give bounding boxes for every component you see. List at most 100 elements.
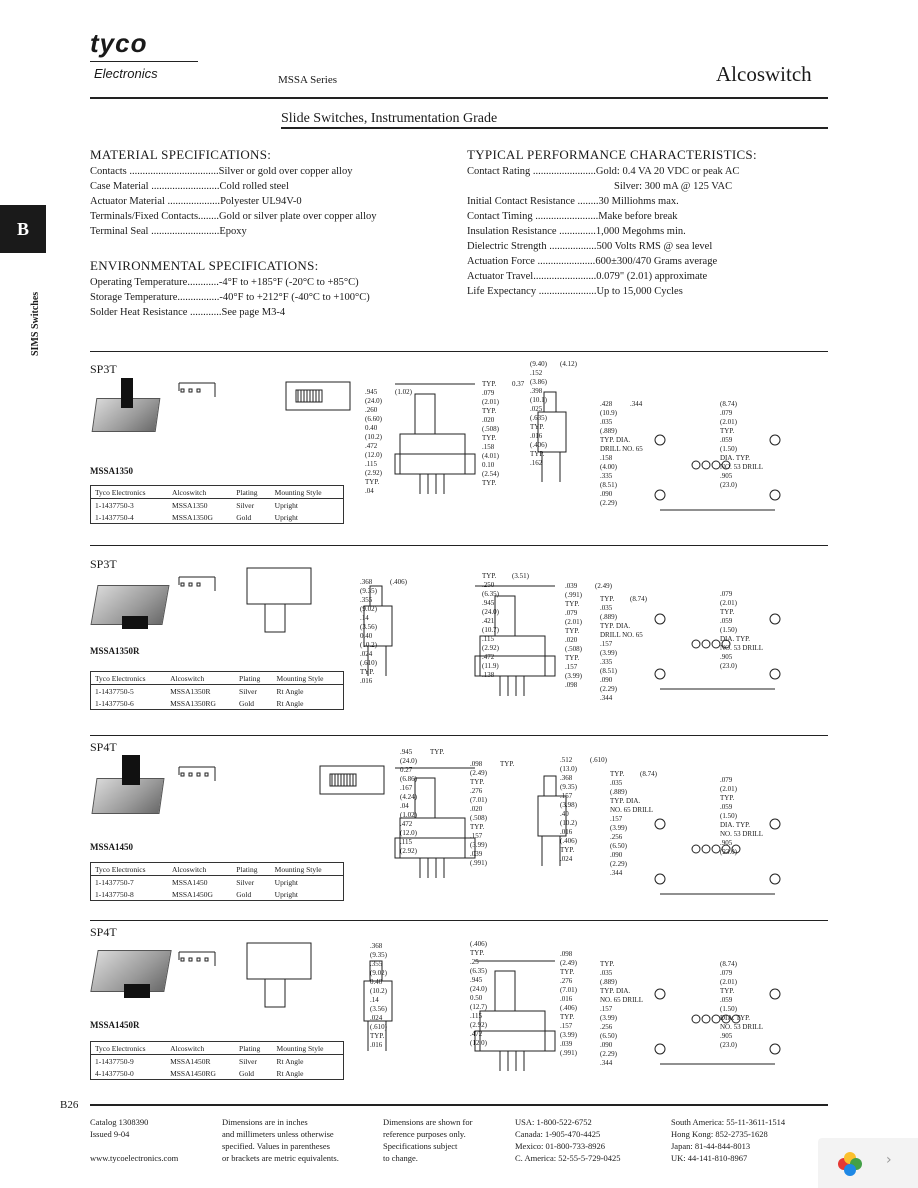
dimension-label: TYP. <box>365 478 380 486</box>
switch-type: SP3T <box>90 362 117 376</box>
dimension-label: (3.86) <box>530 378 547 386</box>
dimension-label: .905 <box>720 472 733 480</box>
dimension-label: .40 <box>560 810 569 818</box>
dimension-label: TYP. <box>600 960 615 968</box>
switch-actuator <box>122 616 148 629</box>
dimension-label: (6.60) <box>365 415 382 423</box>
spec-row: Contact Rating ........................G… <box>467 166 740 177</box>
section-divider <box>90 351 828 352</box>
dimension-label: DIA. TYP. <box>720 821 751 829</box>
drawing-line <box>543 391 557 413</box>
dimension-label: TYP. <box>360 668 375 676</box>
viewer-widget[interactable]: › <box>818 1138 918 1188</box>
dimension-label: TYP. <box>482 572 497 580</box>
dimension-label: .512 <box>560 756 573 764</box>
dimension-label: NO. 53 DRILL <box>720 644 763 652</box>
dimension-label: TYP. <box>470 778 485 786</box>
dimension-label: .472 <box>365 442 378 450</box>
spec-row: Actuator Material ....................Po… <box>90 196 302 207</box>
pcb-layout <box>654 818 781 895</box>
dimension-label: .039 <box>565 582 578 590</box>
schematic-diagram <box>178 576 216 591</box>
dimension-label: .335 <box>600 658 613 666</box>
dimension-label: .090 <box>600 490 613 498</box>
dimension-label: (.508) <box>565 645 582 653</box>
dimension-label: 0.27 <box>400 766 413 774</box>
dimension-label: .079 <box>720 409 733 417</box>
dimension-label: (.610) <box>360 659 377 667</box>
mount-hole <box>711 460 721 470</box>
dimension-label: (.889) <box>610 788 627 796</box>
brand-name: Alcoswitch <box>716 62 812 86</box>
dimension-label: (6.86) <box>400 775 417 783</box>
drawing-line <box>414 393 436 435</box>
mount-hole <box>654 434 666 446</box>
drawing-line <box>474 1030 556 1052</box>
model-label: MSSA1450 <box>90 842 134 852</box>
model-label: MSSA1350 <box>90 466 134 476</box>
dimension-label: (3.51) <box>512 572 529 580</box>
dimension-label: (.991) <box>470 859 487 867</box>
dimension-label: .368 <box>560 774 573 782</box>
model-label: MSSA1450R <box>90 1020 140 1030</box>
dimension-label: .157 <box>610 815 623 823</box>
dimension-label: (2.01) <box>482 398 499 406</box>
drawing-line <box>543 775 557 797</box>
dimension-label: NO. 53 DRILL <box>720 830 763 838</box>
dimension-label: TYP. <box>720 987 735 995</box>
dimension-label: .157 <box>560 792 573 800</box>
dimension-label: .398 <box>530 387 543 395</box>
dimension-label: .344 <box>610 869 623 877</box>
dimension-label: (11.9) <box>482 662 499 670</box>
dimension-label: (10.2) <box>560 819 577 827</box>
dimension-label: .024 <box>560 855 573 863</box>
mount-hole <box>769 818 781 830</box>
logo-subtitle: Electronics <box>94 66 158 81</box>
switch-actuator <box>124 984 150 998</box>
dimension-label: (3.99) <box>600 649 617 657</box>
dimension-label: .276 <box>470 787 483 795</box>
dimension-label: (12.0) <box>470 1039 487 1047</box>
dimension-label: 0.37 <box>512 380 525 388</box>
dimension-label: .059 <box>720 617 733 625</box>
dimension-label: (6.50) <box>610 842 627 850</box>
dimension-label: .016 <box>360 677 373 685</box>
performance-heading: TYPICAL PERFORMANCE CHARACTERISTICS: <box>467 147 757 162</box>
dimension-label: .079 <box>720 590 733 598</box>
environmental-heading: ENVIRONMENTAL SPECIFICATIONS: <box>90 258 319 273</box>
mount-hole <box>701 1014 711 1024</box>
mount-hole <box>654 668 666 680</box>
dimension-label: TYP. <box>600 595 615 603</box>
spec-row: Storage Temperature................-40°F… <box>90 292 370 303</box>
dimension-label: .25 <box>470 958 479 966</box>
dimension-label: TYP. <box>565 627 580 635</box>
mount-hole <box>769 613 781 625</box>
model-label: MSSA1350R <box>90 646 140 656</box>
dimension-label: (2.01) <box>720 978 737 986</box>
dimension-label: TYP. DIA. <box>610 797 641 805</box>
dimension-label: 0.40 <box>360 632 373 640</box>
front-view <box>394 383 476 494</box>
pcb-layout <box>654 434 781 511</box>
dimension-label: TYP. <box>430 748 445 756</box>
dimension-label: (10.2) <box>360 641 377 649</box>
dimension-label: .344 <box>600 694 613 702</box>
dimension-label: (.889) <box>600 427 617 435</box>
dimension-label: .158 <box>600 454 613 462</box>
dimension-label: .256 <box>610 833 623 841</box>
dimension-label: .276 <box>560 977 573 985</box>
dimension-label: (23.0) <box>720 848 737 856</box>
dimension-label: DRILL NO. 65 <box>600 631 643 639</box>
dimension-label: (.406) <box>560 837 577 845</box>
spec-row: Life Expectancy ......................Up… <box>467 286 683 297</box>
mount-hole <box>654 613 666 625</box>
mount-hole <box>721 1014 731 1024</box>
mount-hole <box>654 818 666 830</box>
chevron-right-icon[interactable]: › <box>886 1152 892 1168</box>
dimension-label: .162 <box>530 459 543 467</box>
dimension-label: TYP. <box>565 654 580 662</box>
dimension-label: (.889) <box>600 978 617 986</box>
dimension-label: (10.2) <box>365 433 382 441</box>
side-view <box>363 585 393 676</box>
